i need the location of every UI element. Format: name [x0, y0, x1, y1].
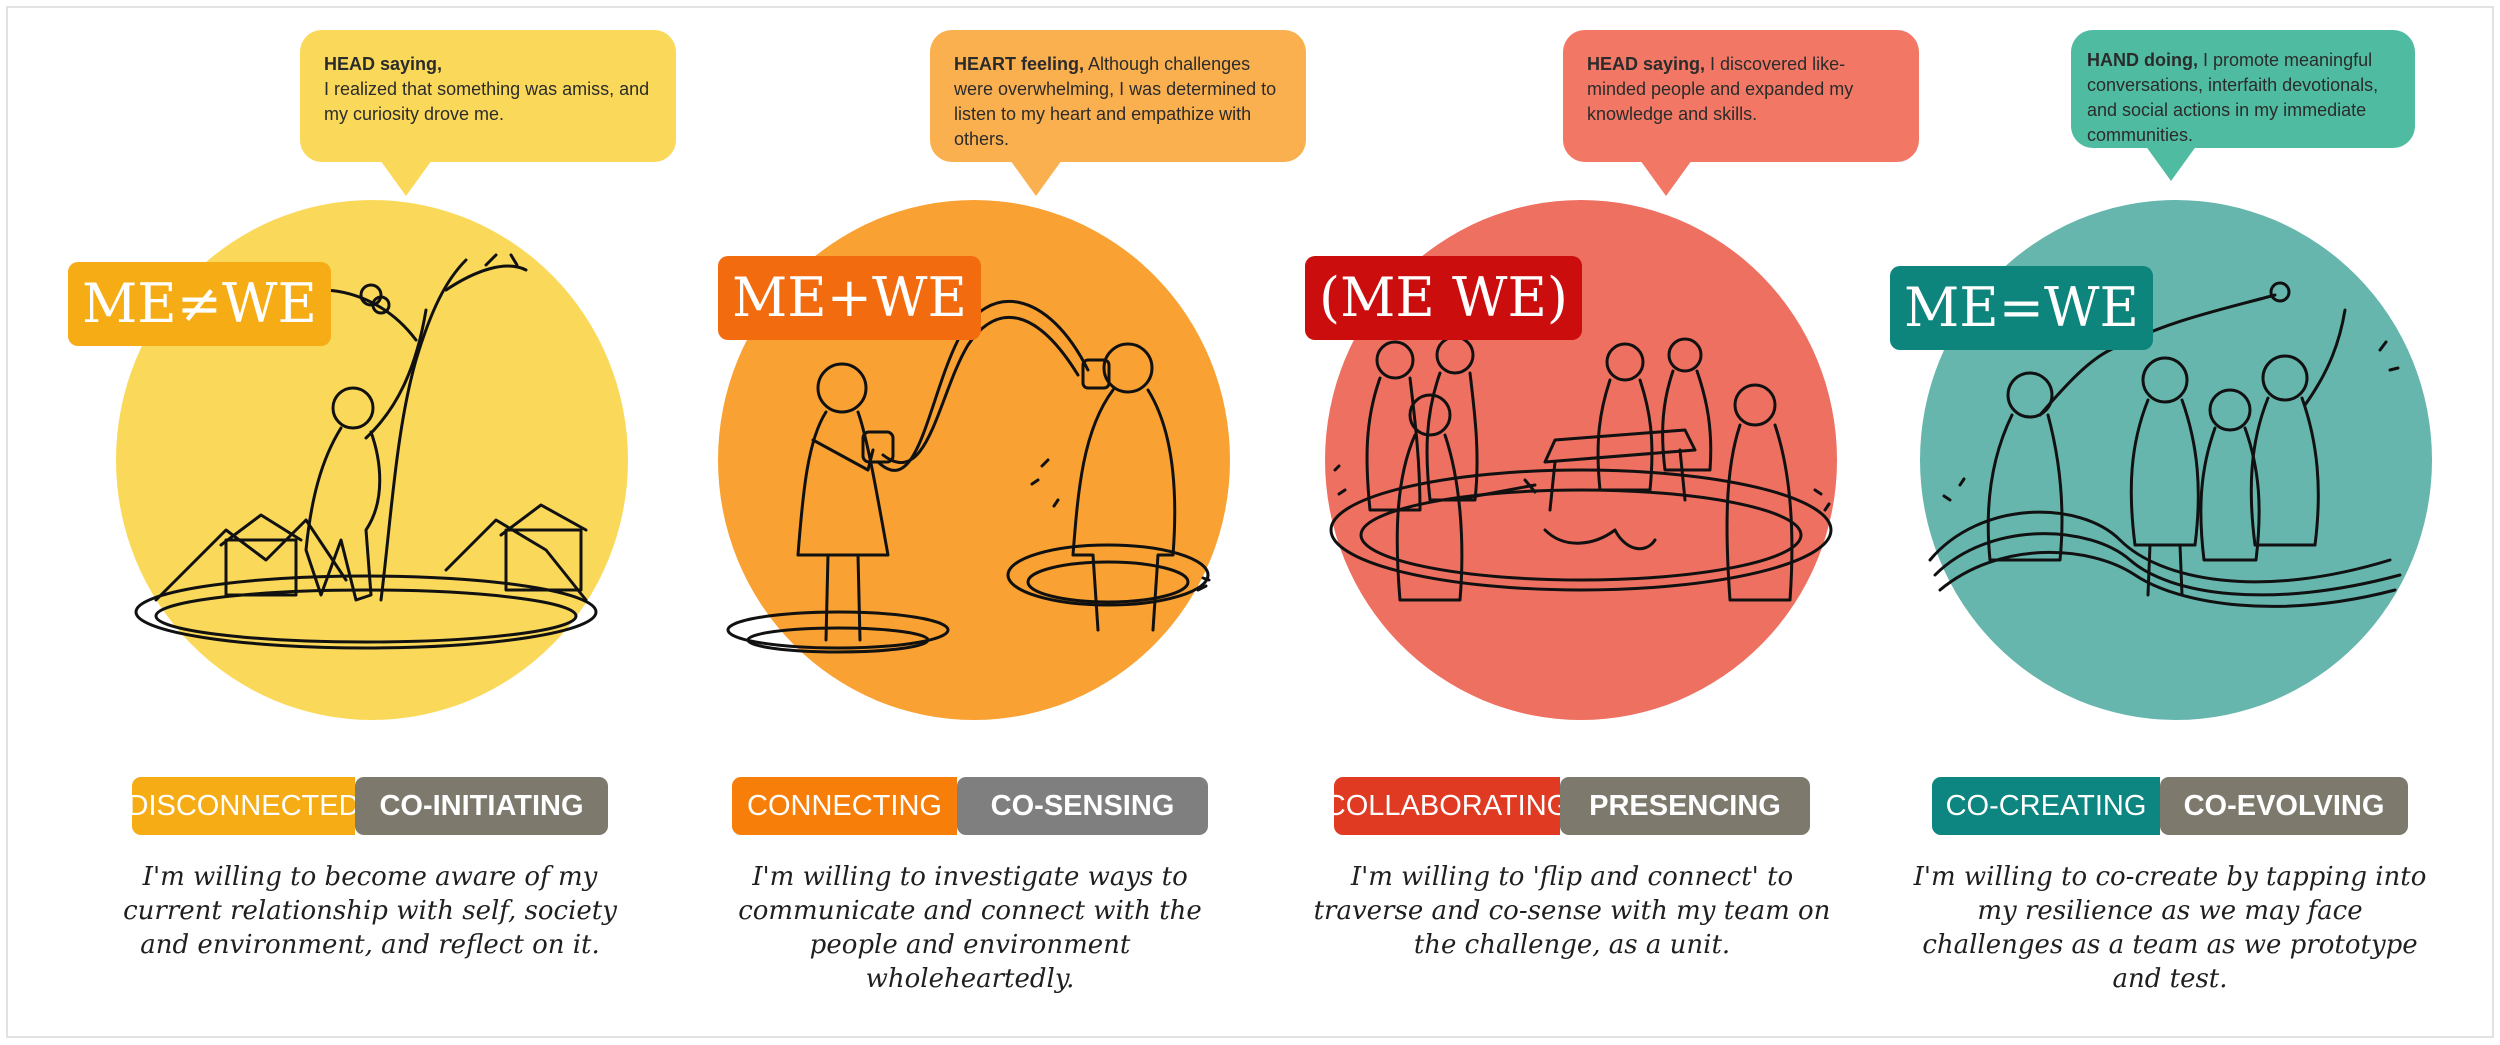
stage-tag: ME=WE — [1890, 266, 2153, 350]
bubble-heading: HEAD saying, — [324, 54, 443, 74]
speech-bubble-tail — [1010, 160, 1062, 196]
bubble-text: Although challenges were overwhelming, I… — [954, 54, 1277, 149]
bubble-text: I realized that something was amiss, and… — [324, 79, 650, 124]
speech-bubble-tail — [1640, 160, 1692, 196]
stage-3: HEAD saying, I discovered like-minded pe… — [1285, 0, 1919, 1045]
stage-4: HAND doing, I promote meaningful convers… — [1885, 0, 2485, 1045]
speech-bubble: HAND doing, I promote meaningful convers… — [2071, 30, 2415, 148]
group-waving-icon — [1928, 281, 2402, 608]
stage-tag: ME+WE — [718, 256, 981, 340]
bubble-heading: HEAD saying, — [1587, 54, 1706, 74]
team-around-table-icon — [1329, 335, 1833, 602]
pill-right-label: CO-EVOLVING — [2160, 777, 2408, 835]
pill-left-label: COLLABORATING — [1334, 777, 1569, 835]
tin-can-phone-icon — [726, 300, 1211, 654]
stage-quote: I'm willing to co-create by tapping into… — [1913, 862, 2427, 994]
speech-bubble: HEAD saying, I discovered like-minded pe… — [1563, 30, 1919, 162]
stage-quote: I'm willing to become aware of my curren… — [123, 862, 617, 960]
pill-left-label: DISCONNECTED — [132, 777, 360, 835]
stage-pill: CO-CREATING CO-EVOLVING — [1932, 777, 2408, 835]
pill-right-label: PRESENCING — [1560, 777, 1810, 835]
speech-bubble-tail — [2145, 145, 2197, 181]
diagram-frame — [6, 6, 2494, 1038]
bubble-text: I promote meaningful conversations, inte… — [2087, 50, 2379, 145]
stage-tag: (ME WE) — [1305, 256, 1582, 340]
stage-quote: I'm willing to investigate ways to commu… — [738, 862, 1202, 994]
pill-left-label: CO-CREATING — [1932, 777, 2160, 835]
stage-pill: CONNECTING CO-SENSING — [732, 777, 1208, 835]
pill-left-label: CONNECTING — [732, 777, 957, 835]
pill-right-label: CO-SENSING — [957, 777, 1208, 835]
pill-right-label: CO-INITIATING — [355, 777, 608, 835]
stage-2: HEART feeling, Although challenges were … — [680, 0, 1306, 1045]
bubble-heading: HAND doing, — [2087, 50, 2198, 70]
bubble-text: I discovered like-minded people and expa… — [1587, 54, 1854, 124]
stage-pill: DISCONNECTED CO-INITIATING — [132, 777, 608, 835]
bubble-heading: HEART feeling, — [954, 54, 1085, 74]
stage-pill: COLLABORATING PRESENCING — [1334, 777, 1810, 835]
speech-bubble-tail — [380, 160, 432, 196]
speech-bubble: HEAD saying, I realized that something w… — [300, 30, 676, 162]
stage-quote: I'm willing to 'flip and connect' to tra… — [1313, 862, 1831, 960]
speech-bubble: HEART feeling, Although challenges were … — [930, 30, 1306, 162]
stage-tag: ME≠WE — [68, 262, 331, 346]
stage-1: HEAD saying, I realized that something w… — [68, 0, 680, 1045]
